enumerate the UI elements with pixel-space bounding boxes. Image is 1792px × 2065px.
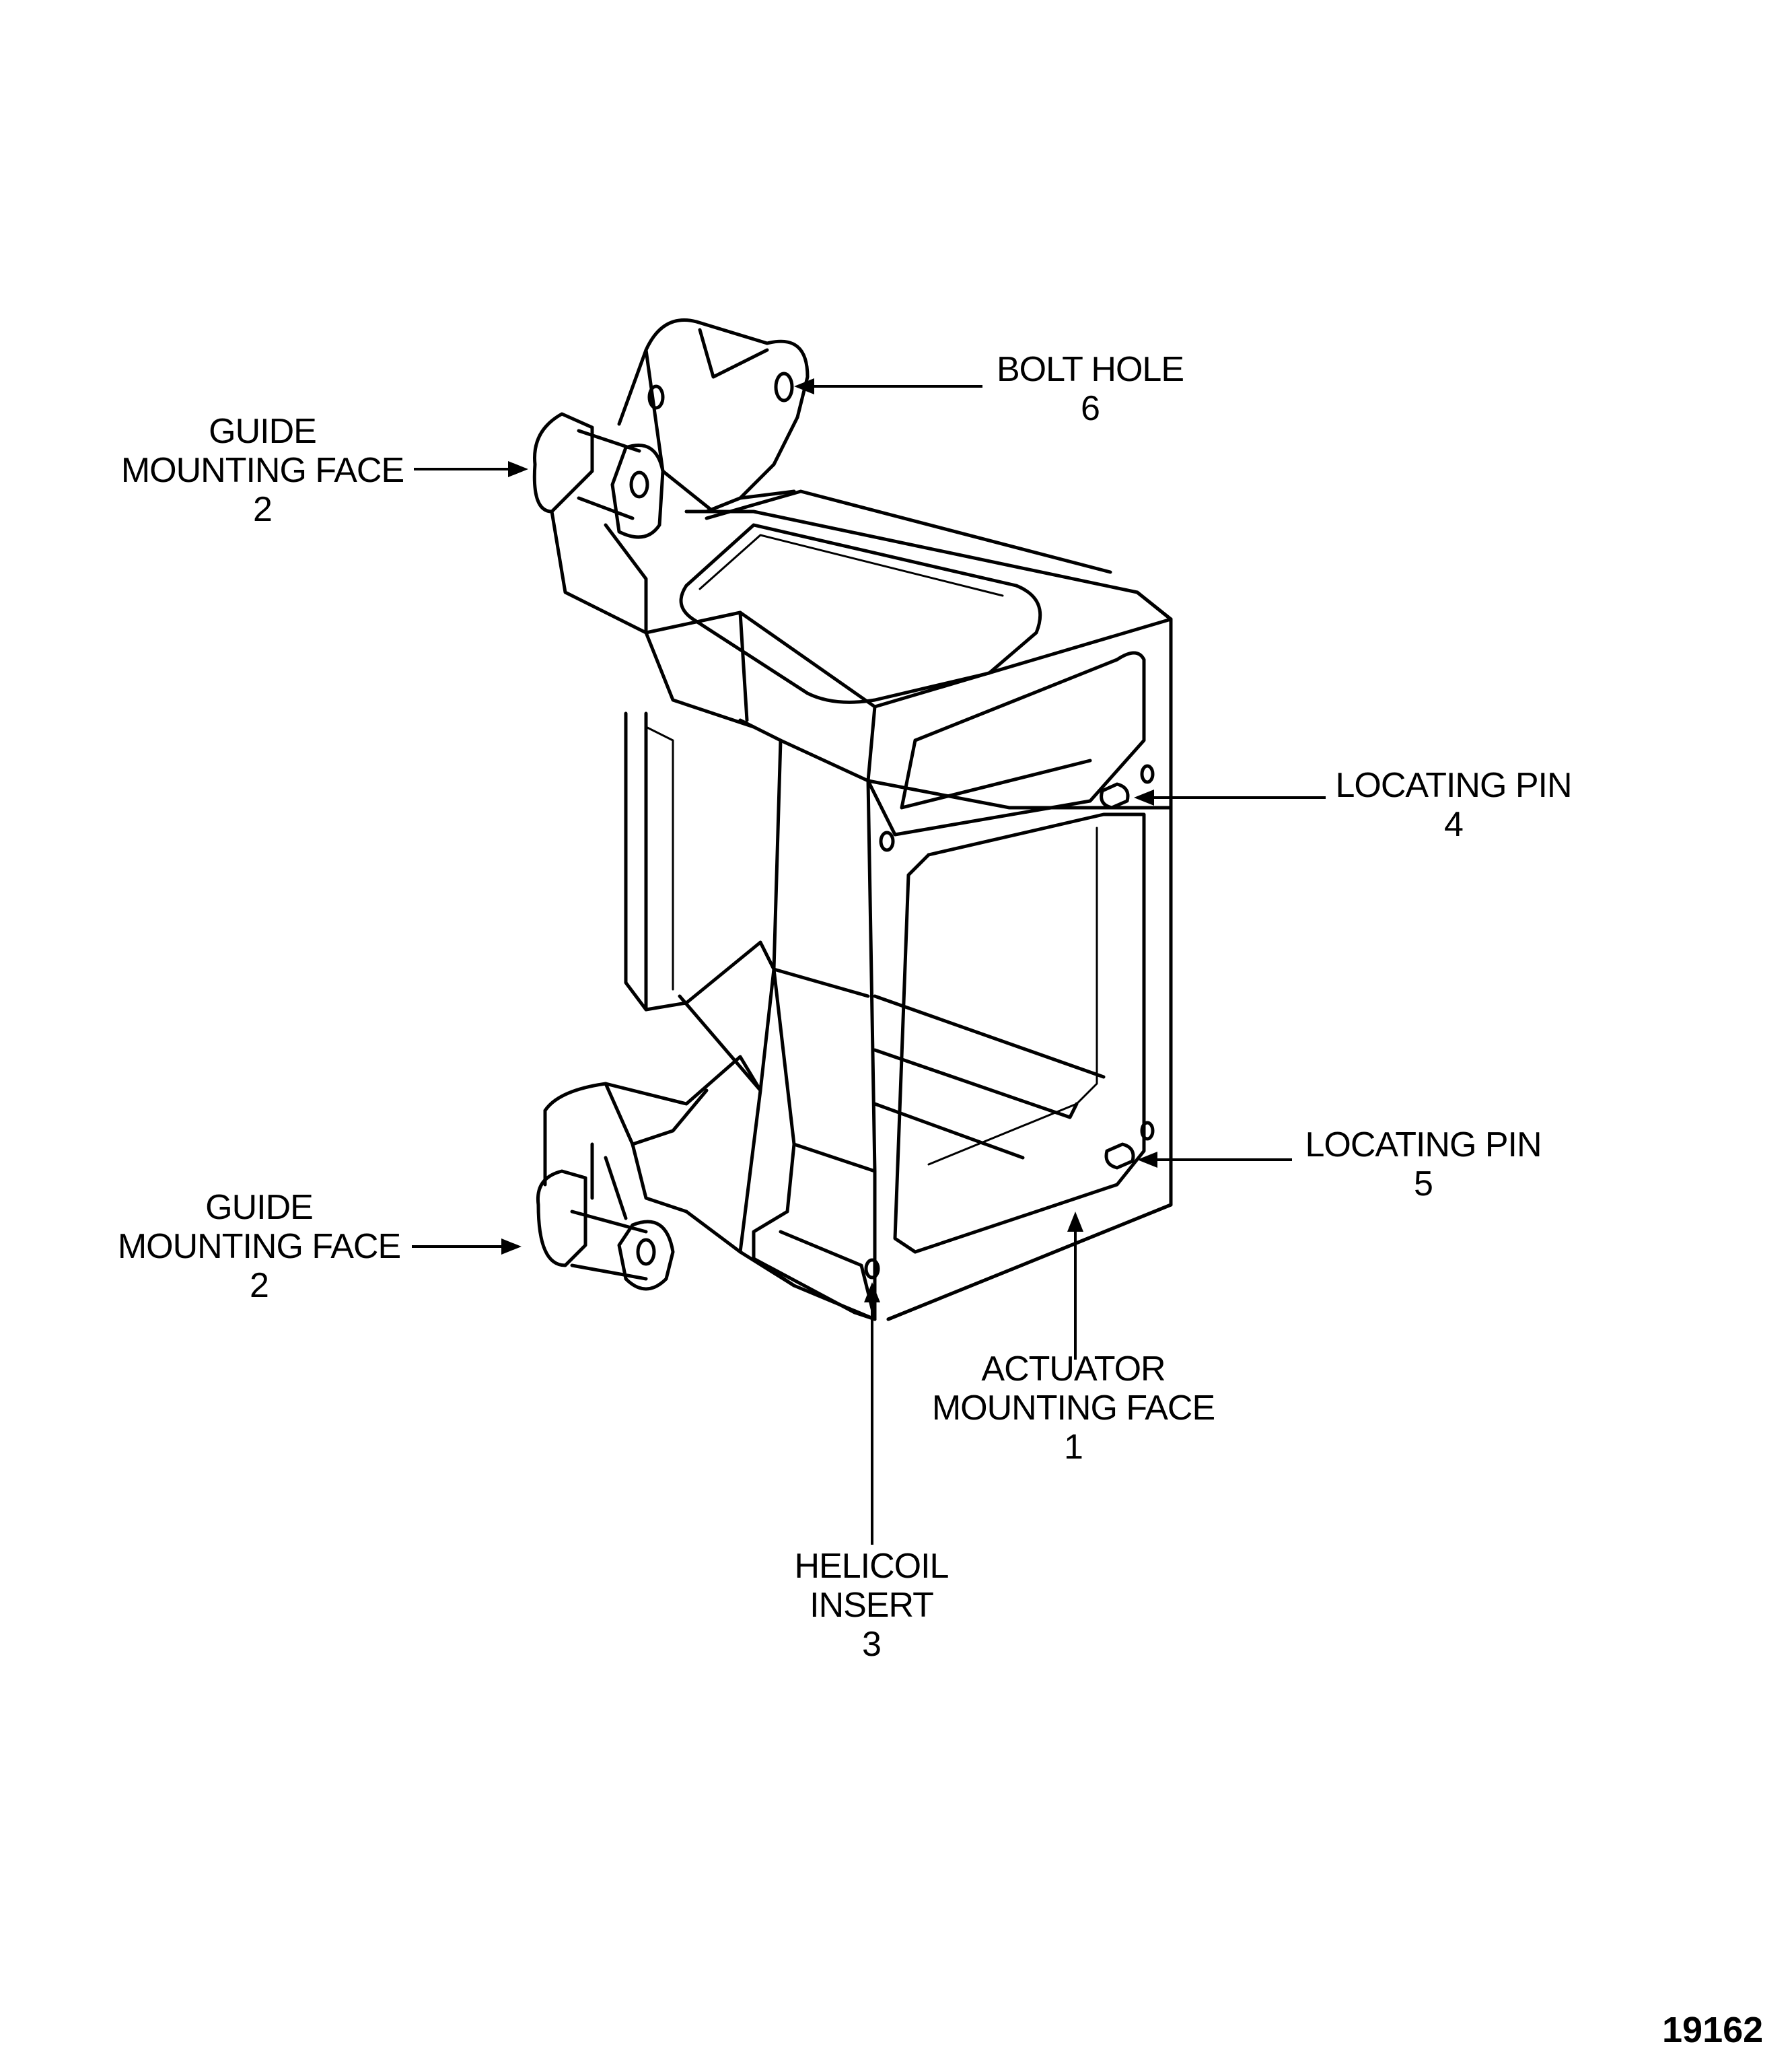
callout-helicoil-insert: HELICOIL INSERT 3 (760, 1547, 982, 1664)
callout-guide-mounting-face-bottom: GUIDE MOUNTING FACE 2 (98, 1188, 421, 1305)
callout-helicoil-number: 3 (862, 1625, 882, 1664)
callout-guide-bottom-number: 2 (250, 1266, 269, 1305)
callout-bolt-hole-label: BOLT HOLE (996, 350, 1184, 389)
helicoil-hole-upper (879, 831, 895, 852)
callout-actuator-number: 1 (1064, 1428, 1083, 1467)
leader-actuator (1067, 1212, 1083, 1360)
figure-number: 19162 (1662, 2010, 1764, 2050)
callout-actuator-line1: ACTUATOR (981, 1350, 1166, 1389)
callout-helicoil-line2: INSERT (810, 1586, 934, 1625)
callout-guide-bottom-line1: GUIDE (205, 1188, 314, 1227)
callout-guide-top-line1: GUIDE (209, 412, 317, 451)
callout-bolt-hole: BOLT HOLE 6 (949, 350, 1231, 428)
callout-locating-pin-5-number: 5 (1414, 1164, 1433, 1203)
callout-guide-mounting-face-top: GUIDE MOUNTING FACE 2 (101, 412, 424, 529)
callout-locating-pin-4: LOCATING PIN 4 (1305, 766, 1602, 844)
callout-helicoil-line1: HELICOIL (794, 1547, 949, 1586)
callout-locating-pin-5-label: LOCATING PIN (1305, 1125, 1542, 1164)
callout-locating-pin-4-number: 4 (1444, 805, 1464, 844)
locating-pin-5-shape (1104, 1142, 1135, 1170)
callout-guide-top-line2: MOUNTING FACE (120, 451, 404, 490)
callout-locating-pin-4-label: LOCATING PIN (1335, 766, 1572, 805)
leader-guide-top (414, 461, 528, 477)
bracket-body (532, 318, 1173, 1321)
callout-bolt-hole-number: 6 (1081, 389, 1100, 428)
helicoil-hole-lower (864, 1258, 880, 1280)
callout-actuator-mounting-face: ACTUATOR MOUNTING FACE 1 (912, 1350, 1235, 1467)
callout-actuator-line2: MOUNTING FACE (931, 1389, 1215, 1428)
leader-bolt-hole (794, 378, 982, 394)
leader-helicoil (864, 1282, 880, 1545)
callout-locating-pin-5: LOCATING PIN 5 (1275, 1125, 1571, 1203)
locating-pin-4-shape (1100, 782, 1130, 810)
leader-guide-bottom (412, 1238, 522, 1255)
callout-guide-bottom-line2: MOUNTING FACE (117, 1227, 401, 1266)
leader-locating-pin-5 (1137, 1152, 1292, 1168)
leader-locating-pin-4 (1134, 790, 1326, 806)
callout-guide-top-number: 2 (253, 490, 273, 529)
